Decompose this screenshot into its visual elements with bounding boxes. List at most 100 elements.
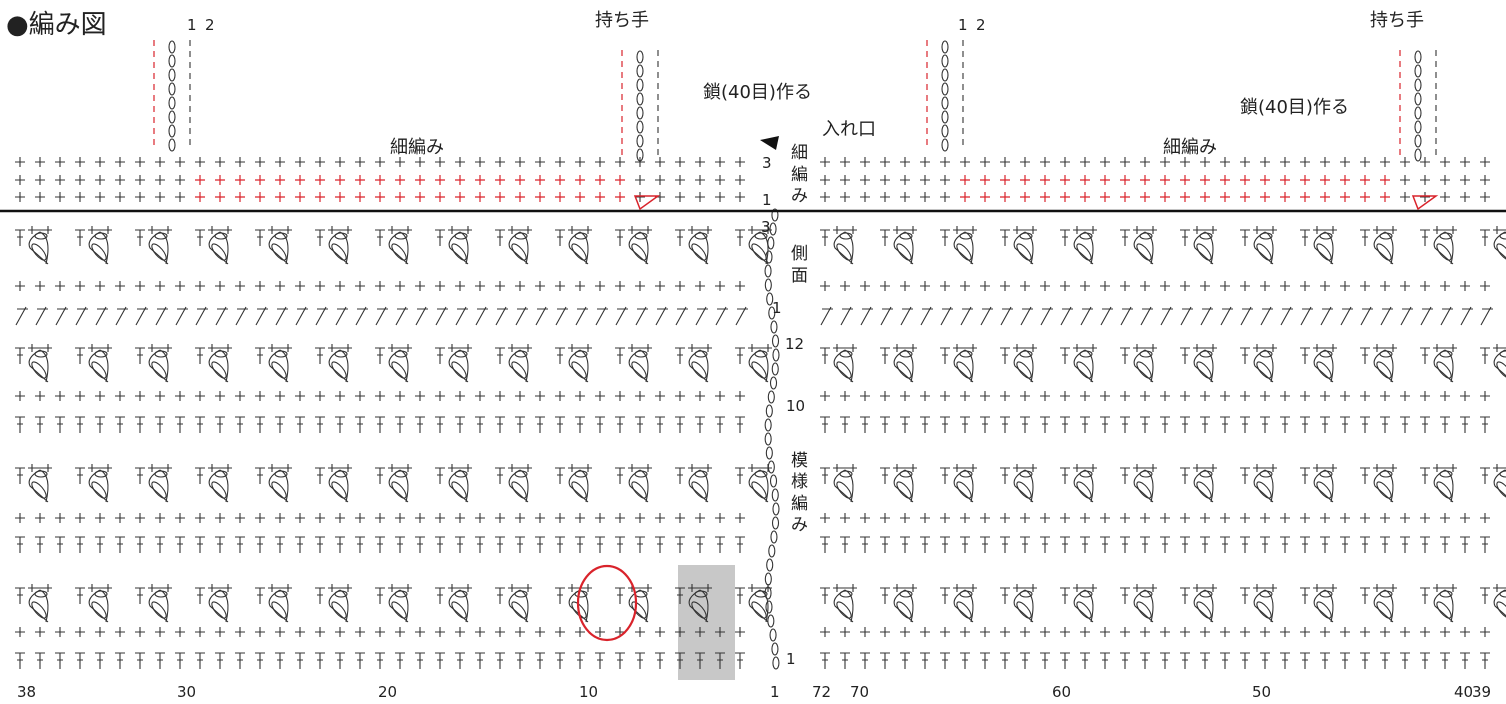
sc-stitch bbox=[840, 391, 850, 401]
opening-label: 入れ口 bbox=[822, 119, 876, 140]
dc-stitch bbox=[375, 652, 385, 669]
sc-stitch bbox=[960, 513, 970, 523]
shell-stitch bbox=[508, 464, 532, 503]
sc-stitch bbox=[1160, 281, 1170, 291]
shell-loop bbox=[1136, 481, 1152, 499]
slant-stitch bbox=[1160, 306, 1173, 326]
sc-stitch bbox=[55, 175, 65, 185]
dc-stitch bbox=[900, 652, 910, 669]
sc-stitch bbox=[155, 157, 165, 167]
sc-stitch bbox=[1380, 391, 1390, 401]
sc-stitch bbox=[95, 513, 105, 523]
sc-stitch bbox=[1300, 281, 1310, 291]
dc-stitch bbox=[1020, 652, 1030, 669]
shell-stitch bbox=[1313, 344, 1337, 383]
shell-loop bbox=[1499, 590, 1506, 598]
shell-loop bbox=[1376, 601, 1392, 619]
dc-stitch bbox=[575, 652, 585, 669]
dc-stitch bbox=[1300, 416, 1310, 433]
sc-stitch bbox=[920, 192, 930, 202]
dc-stitch bbox=[715, 536, 725, 553]
slant-stitch bbox=[1480, 306, 1493, 326]
sc-stitch bbox=[555, 513, 565, 523]
sc-stitch bbox=[495, 157, 505, 167]
slant-stitch bbox=[515, 306, 528, 326]
sc-stitch bbox=[75, 513, 85, 523]
shell-loop bbox=[956, 243, 972, 261]
sc-stitch bbox=[1160, 627, 1170, 637]
slant-stitch bbox=[1040, 306, 1053, 326]
sc-stitch bbox=[820, 391, 830, 401]
sc-stitch bbox=[1120, 281, 1130, 291]
shell-loop bbox=[511, 243, 527, 261]
dc-stitch bbox=[980, 416, 990, 433]
sc-stitch bbox=[940, 513, 950, 523]
sc-stitch bbox=[595, 157, 605, 167]
shell-loop bbox=[334, 350, 348, 358]
slant-stitch bbox=[1200, 306, 1213, 326]
sc-stitch bbox=[1020, 157, 1030, 167]
sc-stitch bbox=[1440, 627, 1450, 637]
shell-stitch bbox=[1253, 464, 1277, 503]
side-chain-stitch bbox=[771, 488, 779, 502]
dc-stitch bbox=[315, 416, 325, 433]
side-chain-stitch bbox=[772, 656, 780, 670]
side-chain-stitch bbox=[764, 264, 772, 278]
shell-loop bbox=[1016, 601, 1032, 619]
sc-stitch bbox=[675, 281, 685, 291]
dc-stitch bbox=[415, 652, 425, 669]
shell-loop bbox=[896, 481, 912, 499]
sc-stitch bbox=[1400, 281, 1410, 291]
shell-stitch bbox=[833, 584, 857, 623]
sc-stitch bbox=[735, 192, 745, 202]
slant-stitch bbox=[1420, 306, 1433, 326]
dc-stitch bbox=[860, 652, 870, 669]
sc-stitch bbox=[615, 281, 625, 291]
dc-stitch bbox=[715, 416, 725, 433]
shell-loop bbox=[1076, 243, 1092, 261]
shell-stitch bbox=[1253, 226, 1277, 265]
slant-stitch bbox=[415, 306, 428, 326]
side-chain-stitch bbox=[770, 320, 778, 334]
sc-stitch bbox=[75, 192, 85, 202]
sc-stitch bbox=[475, 513, 485, 523]
sc-stitch bbox=[695, 192, 705, 202]
chain-stitch bbox=[941, 124, 949, 138]
chain-stitch bbox=[636, 148, 644, 162]
dc-stitch bbox=[840, 536, 850, 553]
sc-stitch bbox=[235, 175, 245, 185]
sc-stitch bbox=[880, 627, 890, 637]
shell-stitch bbox=[1013, 584, 1037, 623]
dc-stitch bbox=[1360, 416, 1370, 433]
shell-stitch bbox=[833, 464, 857, 503]
slant-stitch bbox=[55, 306, 68, 326]
sc-stitch bbox=[175, 175, 185, 185]
shell-stitch bbox=[1433, 584, 1457, 623]
shell-loop bbox=[634, 350, 648, 358]
sc-stitch bbox=[1060, 513, 1070, 523]
dc-stitch bbox=[1060, 229, 1070, 246]
dc-stitch bbox=[555, 587, 565, 604]
dc-stitch bbox=[35, 416, 45, 433]
dc-stitch bbox=[575, 536, 585, 553]
slant-stitch bbox=[155, 306, 168, 326]
shell-stitch bbox=[568, 344, 592, 383]
dc-stitch bbox=[1060, 536, 1070, 553]
dc-stitch bbox=[1340, 416, 1350, 433]
dc-stitch bbox=[495, 229, 505, 246]
sc-stitch bbox=[95, 281, 105, 291]
shell-loop bbox=[271, 243, 287, 261]
dc-stitch bbox=[135, 467, 145, 484]
dc-stitch bbox=[155, 536, 165, 553]
dc-stitch bbox=[595, 416, 605, 433]
sc-stitch bbox=[95, 192, 105, 202]
sc-stitch bbox=[195, 281, 205, 291]
shell-loop bbox=[154, 232, 168, 240]
sc-stitch bbox=[15, 175, 25, 185]
dc-stitch bbox=[675, 587, 685, 604]
sc-stitch bbox=[695, 281, 705, 291]
shell-stitch bbox=[208, 226, 232, 265]
shell-loop bbox=[839, 350, 853, 358]
sc-stitch bbox=[15, 192, 25, 202]
shell-loop bbox=[511, 361, 527, 379]
